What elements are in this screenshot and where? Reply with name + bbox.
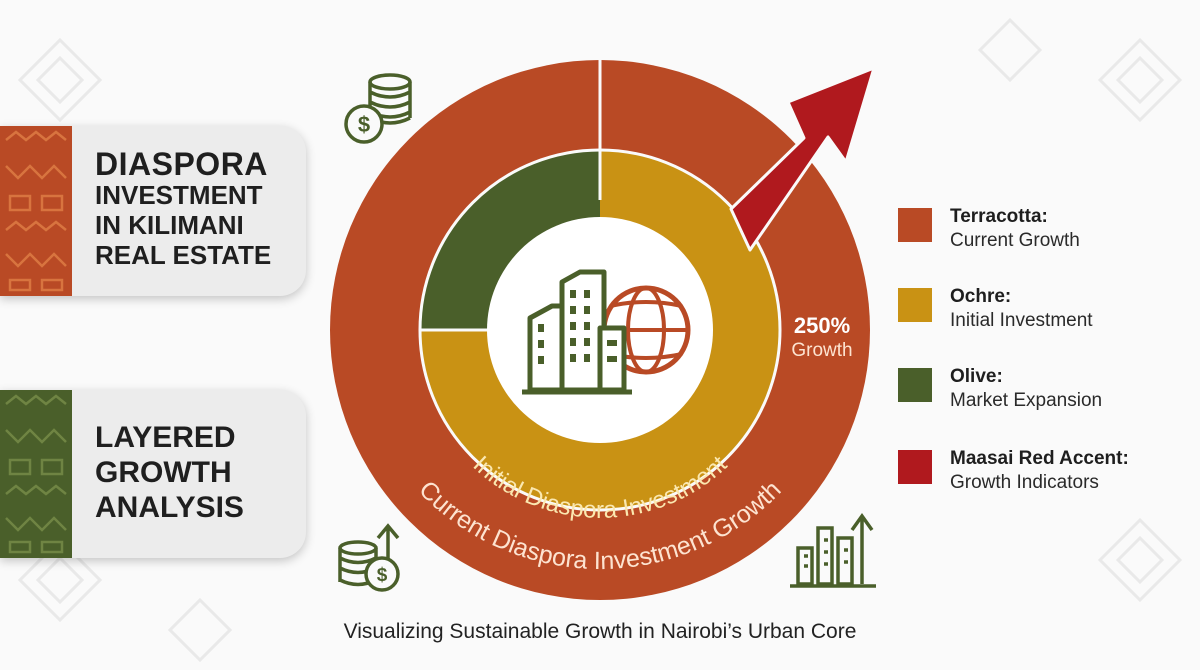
svg-text:$: $ bbox=[377, 565, 388, 586]
legend-swatch bbox=[898, 368, 932, 402]
layered-growth-diagram: Initial Diaspora Investment Current Dias… bbox=[330, 60, 876, 600]
main-title: DIASPORA INVESTMENT IN KILIMANI REAL EST… bbox=[95, 146, 272, 270]
legend-title: Ochre: bbox=[950, 286, 1012, 307]
legend-description: Current Growth bbox=[950, 230, 1080, 251]
legend-title: Olive: bbox=[950, 366, 1003, 387]
legend-swatch bbox=[898, 288, 932, 322]
legend-title: Terracotta: bbox=[950, 206, 1048, 227]
growth-value: 250% bbox=[794, 313, 850, 338]
subtitle: LAYERED GROWTH ANALYSIS bbox=[95, 421, 244, 524]
legend-item-maasai-red: Maasai Red Accent: Growth Indicators bbox=[898, 448, 1188, 508]
legend-item-ochre: Ochre: Initial Investment bbox=[898, 286, 1188, 346]
legend-description: Growth Indicators bbox=[950, 472, 1099, 493]
coins-up-arrow-icon: $ bbox=[338, 523, 400, 592]
olive-pattern-band bbox=[0, 390, 72, 558]
legend-description: Market Expansion bbox=[950, 390, 1103, 411]
subtitle-card: LAYERED GROWTH ANALYSIS bbox=[0, 390, 306, 558]
legend-description: Initial Investment bbox=[950, 310, 1093, 331]
city-buildings-globe-icon bbox=[522, 269, 691, 395]
terracotta-pattern-band bbox=[0, 126, 72, 296]
legend-item-terracotta: Terracotta: Current Growth bbox=[898, 206, 1188, 266]
legend-swatch bbox=[898, 208, 932, 242]
inner-ring-edge bbox=[418, 148, 782, 512]
title-card: DIASPORA INVESTMENT IN KILIMANI REAL EST… bbox=[0, 126, 306, 296]
coin-stack-dollar-icon: $ bbox=[344, 73, 412, 144]
bar-chart-up-arrow-icon bbox=[790, 512, 876, 588]
legend-swatch bbox=[898, 450, 932, 484]
growth-label: Growth bbox=[791, 340, 852, 361]
up-right-arrow-icon bbox=[729, 66, 876, 252]
legend-item-olive: Olive: Market Expansion bbox=[898, 366, 1188, 426]
legend-title: Maasai Red Accent: bbox=[950, 448, 1129, 469]
svg-text:$: $ bbox=[358, 112, 370, 137]
footer-caption: Visualizing Sustainable Growth in Nairob… bbox=[343, 620, 857, 643]
